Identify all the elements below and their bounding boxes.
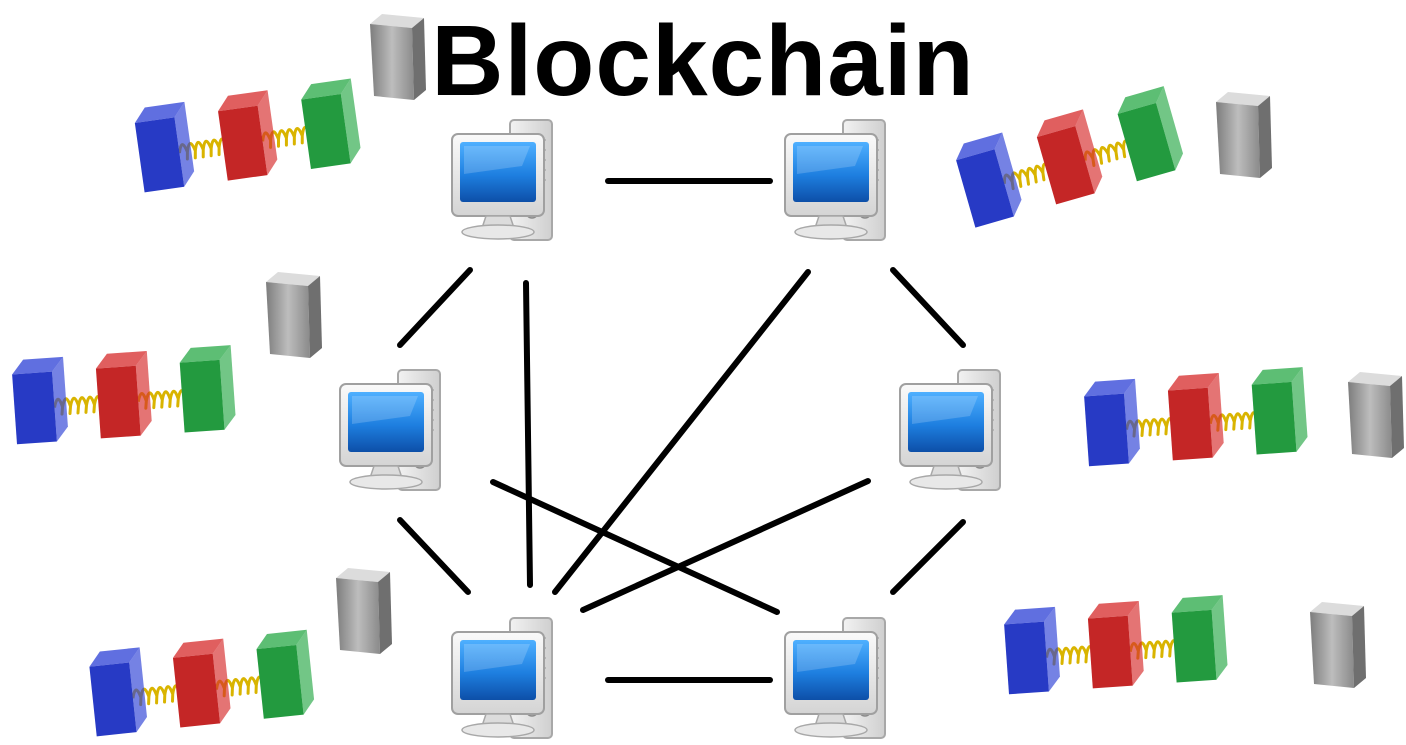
network-edges xyxy=(397,178,966,683)
block-cube-icon xyxy=(218,90,278,181)
blockchain-copy xyxy=(89,629,315,737)
block-cube-icon xyxy=(256,629,315,719)
network-edge xyxy=(890,519,966,595)
network-edge xyxy=(397,517,471,595)
block-cube-icon xyxy=(1087,600,1144,689)
computer-icon xyxy=(339,369,441,491)
blockchain-copy xyxy=(956,86,1184,228)
blockchain-copies xyxy=(12,78,1308,737)
block-cube-icon xyxy=(172,638,231,728)
blockchain-copy xyxy=(1004,595,1228,695)
network-edge xyxy=(397,267,473,348)
blockchain-copy xyxy=(12,345,236,445)
block-cube-icon xyxy=(1084,378,1140,467)
computer-icon xyxy=(784,119,886,241)
network-edge xyxy=(580,478,871,613)
block-cube-icon xyxy=(301,78,361,169)
block-cube-icon xyxy=(12,356,68,445)
block-cube-icon xyxy=(179,345,236,433)
blockchain-copy xyxy=(1084,367,1308,467)
network-edge xyxy=(490,479,780,615)
computer-icon xyxy=(451,119,553,241)
block-cube-icon xyxy=(95,350,152,439)
computer-icon xyxy=(899,369,1001,491)
pending-block-icon xyxy=(336,568,392,654)
network-edge xyxy=(552,269,811,595)
block-cube-icon xyxy=(89,647,147,737)
block-cube-icon xyxy=(1036,109,1103,205)
computer-icon xyxy=(451,617,553,739)
block-cube-icon xyxy=(1167,372,1224,461)
page-title: Blockchain xyxy=(431,5,975,117)
network-edge xyxy=(890,267,966,348)
computer-icon xyxy=(784,617,886,739)
network-nodes xyxy=(339,119,1001,739)
block-cube-icon xyxy=(1004,606,1060,695)
pending-block-icon xyxy=(1348,372,1404,458)
block-cube-icon xyxy=(1251,367,1308,455)
pending-block-icon xyxy=(1310,602,1366,688)
block-cube-icon xyxy=(1171,595,1228,683)
network-edge xyxy=(523,280,533,588)
block-cube-icon xyxy=(1117,86,1184,182)
block-cube-icon xyxy=(134,101,195,193)
blockchain-copy xyxy=(134,78,361,193)
block-cube-icon xyxy=(956,132,1022,228)
pending-block-icon xyxy=(266,272,322,358)
